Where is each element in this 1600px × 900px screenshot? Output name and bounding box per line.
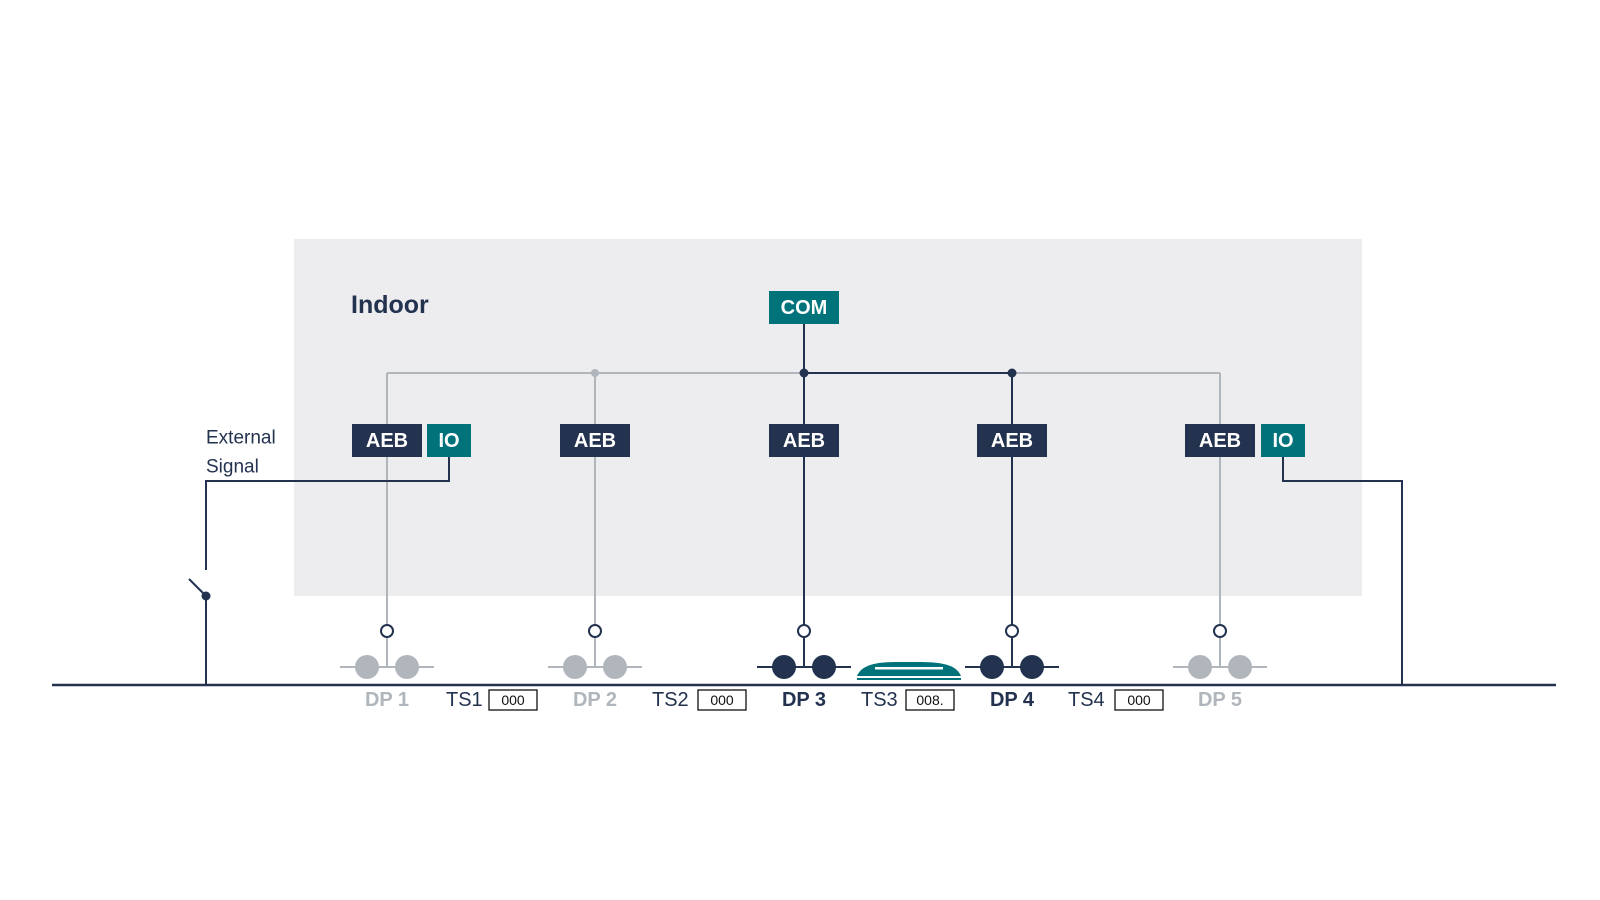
aeb-box-4[interactable]: AEB — [977, 424, 1047, 457]
wheel-icon — [603, 655, 627, 679]
ts1-counter: 000 — [501, 692, 525, 708]
aeb-label: AEB — [783, 430, 825, 452]
sensor-icon — [1005, 624, 1019, 638]
dp-label: DP 2 — [573, 689, 617, 711]
wheel-icon — [1188, 655, 1212, 679]
detection-point-5: DP 5 — [1173, 624, 1267, 711]
ts1-label: TS1 — [446, 689, 483, 711]
detection-point-4: DP 4 — [965, 624, 1059, 711]
com-box[interactable]: COM — [769, 291, 839, 324]
wheel-icon — [772, 655, 796, 679]
ts2-counter: 000 — [710, 692, 734, 708]
ts4-label: TS4 — [1068, 689, 1105, 711]
aeb-box-3[interactable]: AEB — [769, 424, 839, 457]
indoor-label: Indoor — [351, 291, 429, 319]
train-icon — [857, 662, 961, 680]
aeb-label: AEB — [991, 430, 1033, 452]
io-box-5[interactable]: IO — [1261, 424, 1305, 457]
ts2: TS2 000 — [652, 689, 747, 711]
ts4-counter: 000 — [1127, 692, 1151, 708]
sensor-icon — [588, 624, 602, 638]
wheel-icon — [980, 655, 1004, 679]
dp-label: DP 1 — [365, 689, 409, 711]
sensor-icon — [797, 624, 811, 638]
external-signal-label-1: External — [206, 428, 276, 449]
dp-label: DP 3 — [782, 689, 826, 711]
sensor-icon — [1213, 624, 1227, 638]
ts2-label: TS2 — [652, 689, 689, 711]
aeb-box-5[interactable]: AEB — [1185, 424, 1255, 457]
com-label: COM — [781, 297, 828, 319]
io-box-1[interactable]: IO — [427, 424, 471, 457]
aeb-label: AEB — [366, 430, 408, 452]
ts4: TS4 000 — [1068, 689, 1164, 711]
aeb-label: AEB — [1199, 430, 1241, 452]
aeb-box-2[interactable]: AEB — [560, 424, 630, 457]
ts3-counter: 008. — [916, 692, 943, 708]
external-signal-label-2: Signal — [206, 457, 259, 478]
ts3-label: TS3 — [861, 689, 898, 711]
wheel-icon — [1020, 655, 1044, 679]
wheel-icon — [1228, 655, 1252, 679]
dp-label: DP 4 — [990, 689, 1035, 711]
io-label: IO — [438, 430, 459, 452]
aeb-label: AEB — [574, 430, 616, 452]
ts3: TS3 008. — [861, 689, 955, 711]
io-label: IO — [1272, 430, 1293, 452]
wheel-icon — [812, 655, 836, 679]
aeb-box-1[interactable]: AEB — [352, 424, 422, 457]
wheel-icon — [355, 655, 379, 679]
detection-point-1: DP 1 — [340, 624, 434, 711]
dp-label: DP 5 — [1198, 689, 1242, 711]
detection-point-2: DP 2 — [548, 624, 642, 711]
wheel-icon — [563, 655, 587, 679]
ts1: TS1 000 — [446, 689, 538, 711]
io-wire-left — [205, 456, 450, 570]
sensor-icon — [380, 624, 394, 638]
io-wire-right — [1282, 456, 1403, 685]
wheel-icon — [395, 655, 419, 679]
detection-point-3: DP 3 — [757, 624, 851, 711]
